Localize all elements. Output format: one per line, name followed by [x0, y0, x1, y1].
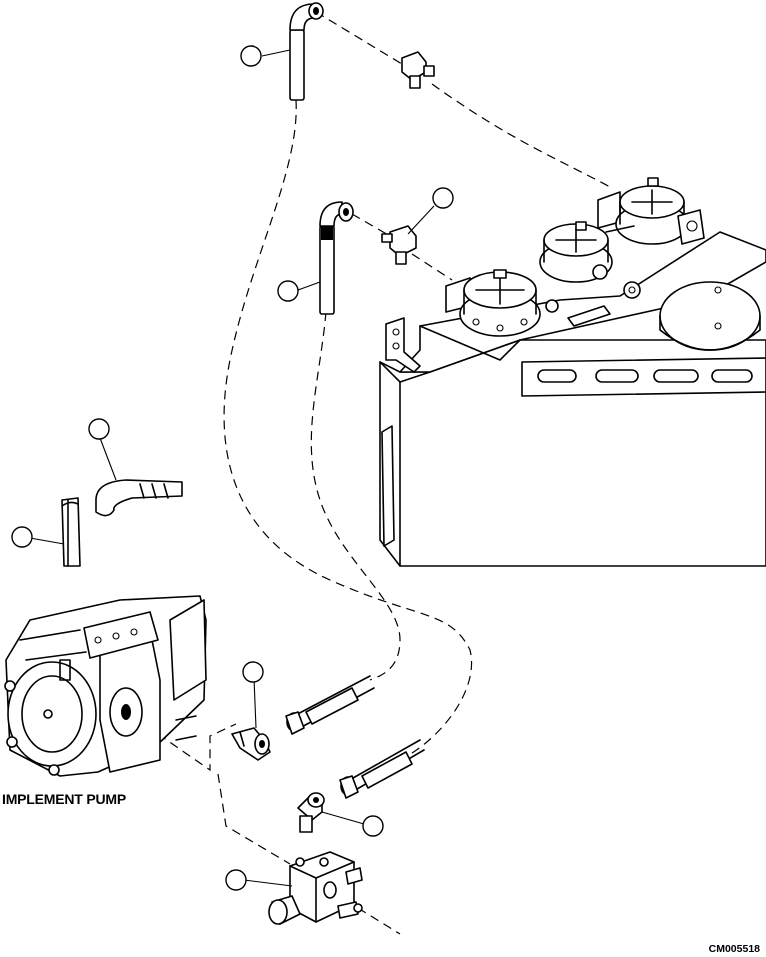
callout-leaders: [29, 49, 435, 887]
callout-circle: [277, 280, 299, 302]
callout-circle: [242, 661, 264, 683]
implement-pump-label: IMPLEMENT PUMP: [2, 791, 126, 807]
callout-circle: [11, 526, 33, 548]
elbow-fitting-lower: [297, 792, 325, 833]
callout-circle: [225, 869, 247, 891]
callout-circle: [432, 187, 454, 209]
upper-hose: [289, 2, 324, 101]
upper-tee-fitting: [401, 51, 435, 89]
middle-hose: [319, 201, 354, 315]
callout-circle: [88, 418, 110, 440]
lower-hose-upper: [285, 675, 375, 735]
hydraulic-tank: [379, 231, 766, 567]
callout-circle: [362, 815, 384, 837]
elbow-fitting-upper: [231, 727, 271, 761]
filter-housing-front: [445, 269, 541, 337]
figure-code: CM005518: [708, 943, 760, 955]
filter-housing-rear: [597, 177, 705, 299]
filter-housing-middle: [539, 221, 613, 327]
implement-pump: [4, 595, 207, 777]
lower-hose-lower: [339, 739, 425, 799]
callout-circle: [240, 45, 262, 67]
manifold-block: [268, 851, 363, 925]
hose-clamp: [95, 479, 183, 517]
callout-circles: [11, 45, 454, 891]
routing-lines: [157, 11, 613, 935]
middle-tee-fitting: [381, 225, 417, 265]
protective-sleeve: [61, 497, 81, 567]
